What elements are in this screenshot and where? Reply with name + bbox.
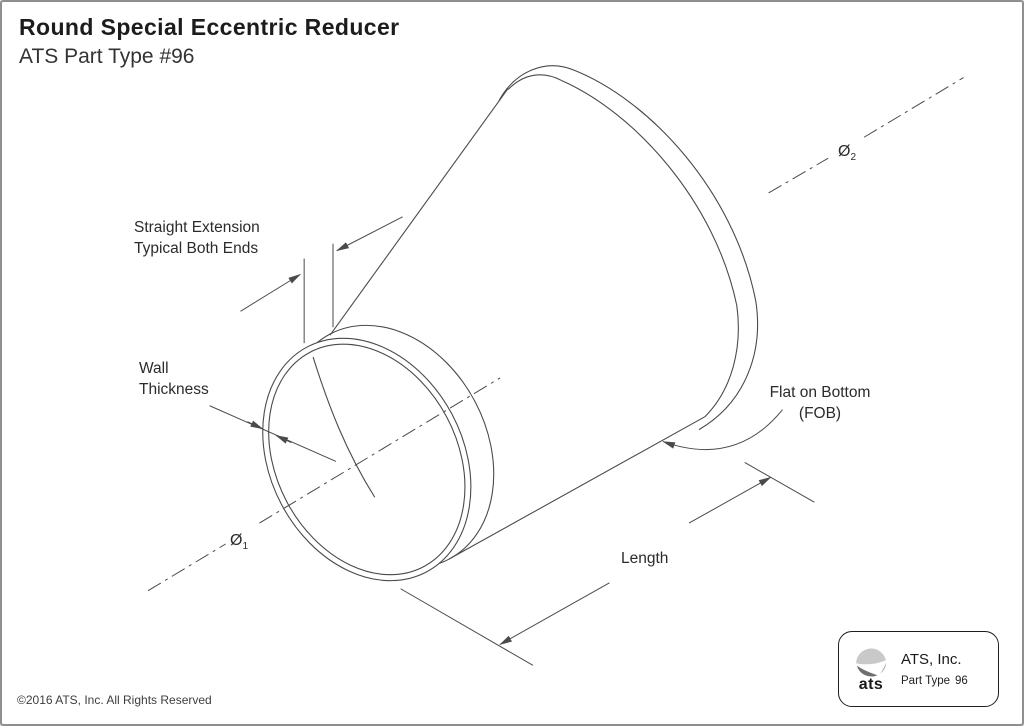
ats-badge: ats ATS, Inc. Part Type 96: [838, 631, 999, 707]
wall-thickness-leader: [209, 405, 337, 462]
large-end-inner-rim: [507, 74, 739, 418]
straight-extension-leader-2: [336, 216, 403, 252]
ats-logo: ats: [849, 644, 893, 694]
badge-part-type-label: Part Type: [901, 675, 951, 687]
length-dimension-upper: [688, 476, 772, 524]
small-end-front-outer-rim: [262, 337, 472, 582]
small-end-front-inner-rim: [268, 343, 466, 576]
dimension-lines: [209, 216, 815, 666]
diameter-1-symbol: Ø: [230, 532, 243, 549]
page-title: Round Special Eccentric Reducer: [19, 14, 400, 40]
ats-sphere-icon: [856, 648, 887, 677]
length-extension-left: [400, 588, 534, 666]
page-subtitle: ATS Part Type #96: [19, 45, 195, 68]
centerlines: [147, 77, 964, 592]
straight-extension-leader-1: [240, 273, 302, 312]
diameter-2-subscript: 2: [850, 152, 857, 164]
badge-part-type: Part Type 96: [901, 675, 968, 687]
wall-thickness-label-line2: Thickness: [139, 381, 209, 398]
length-label: Length: [621, 550, 669, 567]
copyright-text: ©2016 ATS, Inc. All Rights Reserved: [17, 693, 212, 707]
centerline-small-outer: [147, 543, 226, 592]
wall-thickness-label-line1: Wall: [139, 360, 169, 377]
sphere-bottom-left-segment: [856, 665, 878, 677]
small-end-bore-edge: [312, 356, 376, 498]
wall-thickness-arrow-inner: [275, 435, 292, 444]
centerline-large-inner: [768, 157, 829, 194]
reducer-outline: [262, 65, 759, 582]
large-end-outer-rim: [498, 65, 759, 431]
header: Round Special Eccentric Reducer ATS Part…: [19, 14, 400, 69]
diameter-2-label: Ø2: [838, 141, 856, 168]
wall-thickness-label: Wall Thickness: [139, 358, 209, 400]
sphere-bottom-right-segment: [880, 662, 887, 674]
flat-on-bottom-label-line1: Flat on Bottom: [769, 384, 871, 401]
badge-company-name: ATS, Inc.: [901, 651, 962, 668]
length-extension-right: [744, 462, 815, 503]
cone-bottom-edge: [449, 416, 706, 560]
centerline-large-outer: [863, 77, 964, 138]
extension-ticks: [303, 243, 334, 344]
badge-part-type-value: 96: [955, 675, 968, 687]
diameter-1-subscript: 1: [242, 541, 249, 553]
flat-on-bottom-label-line2: (FOB): [798, 405, 842, 422]
cone-top-edge: [329, 88, 509, 336]
badge-info: ATS, Inc. Part Type 96: [901, 651, 968, 687]
straight-extension-label: Straight Extension Typical Both Ends: [134, 217, 260, 259]
diameter-1-label: Ø1: [230, 530, 248, 557]
diameter-2-symbol: Ø: [838, 143, 851, 160]
length-dimension-lower: [499, 582, 610, 645]
ats-logo-text: ats: [858, 676, 884, 693]
flat-on-bottom-label: Flat on Bottom (FOB): [744, 382, 896, 424]
straight-extension-label-line2: Typical Both Ends: [134, 240, 259, 257]
straight-extension-label-line1: Straight Extension: [134, 219, 260, 236]
sphere-top-segment: [856, 648, 886, 665]
wall-thickness-arrow-outer: [247, 420, 264, 430]
fob-leader: [662, 409, 783, 451]
centerline-small-inner: [259, 377, 501, 524]
